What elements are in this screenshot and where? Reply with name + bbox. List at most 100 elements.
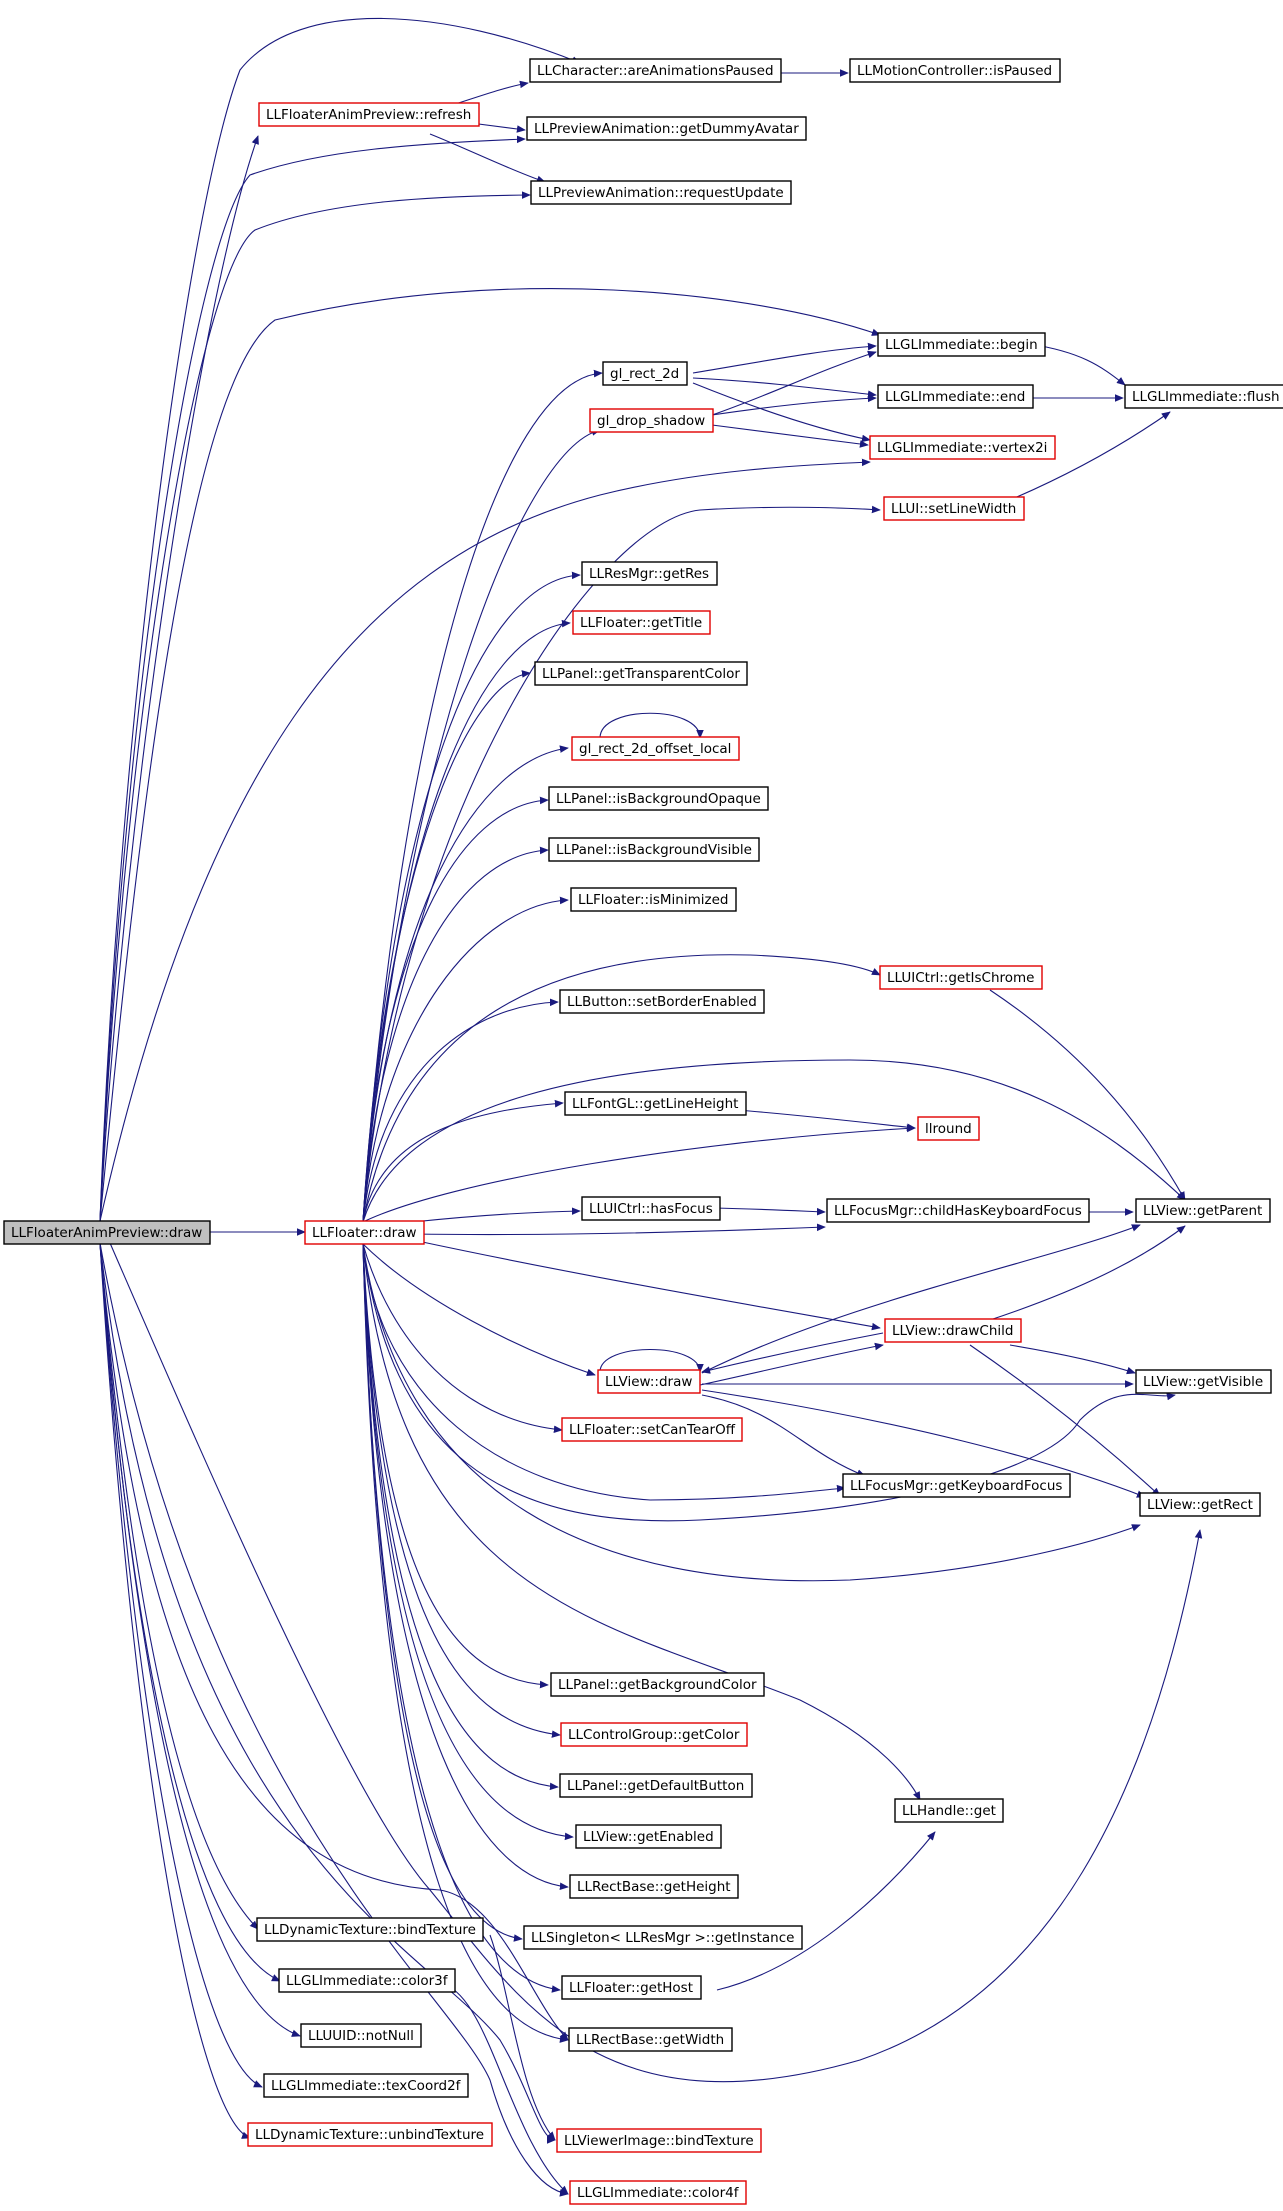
node-is-minimized[interactable]: LLFloater::isMinimized [570,887,737,912]
node-gldrop[interactable]: gl_drop_shadow [589,408,714,433]
node-box [526,116,807,141]
node-box [869,435,1056,460]
node-get-bg-color[interactable]: LLPanel::getBackgroundColor [550,1672,765,1697]
node-get-color[interactable]: LLControlGroup::getColor [560,1722,748,1747]
node-bind-tex-img[interactable]: LLViewerImage::bindTexture [556,2128,762,2153]
node-get-instance[interactable]: LLSingleton< LLResMgr >::getInstance [523,1925,803,1950]
node-unbind-tex[interactable]: LLDynamicTexture::unbindTexture [247,2122,493,2147]
node-get-dummy-avatar[interactable]: LLPreviewAnimation::getDummyAvatar [526,116,807,141]
node-box [300,2023,422,2048]
call-nodes: LLFloaterAnimPreview::draw LLFloaterAnimP… [3,58,1283,2205]
edge-glrect2d-to-begin [692,342,877,374]
edge-viewdraw-to-getrect [701,1389,1146,1498]
node-label: LLFloater::draw [312,1225,417,1241]
edge-floaterdraw-to-getbgcolor [362,1243,549,1689]
edge-root-to-getdummyavatar [99,135,526,1222]
edge-floaterdraw-to-viewdraw [362,1243,596,1377]
node-label: LLView::getParent [1143,1203,1262,1219]
node-get-enabled[interactable]: LLView::getEnabled [575,1824,722,1849]
node-get-line-height[interactable]: LLFontGL::getLineHeight [564,1091,747,1116]
node-tex-coord2f[interactable]: LLGLImmediate::texCoord2f [263,2073,469,2098]
node-has-focus[interactable]: LLUICtrl::hasFocus [581,1196,721,1221]
node-label: LLUICtrl::hasFocus [589,1201,713,1217]
node-box [568,2027,733,2052]
node-is-paused[interactable]: LLMotionController::isPaused [849,58,1061,83]
node-box [548,837,760,862]
node-llhandle-get[interactable]: LLHandle::get [894,1798,1004,1823]
edge-gldropshadow-to-begin [711,350,877,416]
node-get-rect[interactable]: LLView::getRect [1139,1492,1261,1517]
node-get-transparent-color[interactable]: LLPanel::getTransparentColor [534,661,748,686]
call-edges [99,17,1203,2197]
node-box [572,610,711,635]
node-vertex2i[interactable]: LLGLImmediate::vertex2i [869,435,1056,460]
node-get-visible[interactable]: LLView::getVisible [1135,1369,1272,1394]
node-get-parent[interactable]: LLView::getParent [1135,1198,1271,1223]
node-box [263,2073,469,2098]
node-get-width[interactable]: LLRectBase::getWidth [568,2027,733,2052]
node-set-can-tear-off[interactable]: LLFloater::setCanTearOff [561,1417,743,1442]
node-glrect2d[interactable]: gl_rect_2d [602,361,688,386]
node-label: LLGLImmediate::texCoord2f [271,2078,462,2094]
node-box [569,1874,739,1899]
edge-gldropshadow-to-vertex2i [711,424,869,448]
node-get-is-chrome[interactable]: LLUICtrl::getIsChrome [879,965,1043,990]
edge-root-to-areanimationspaused [99,17,581,1222]
node-get-kb-focus[interactable]: LLFocusMgr::getKeyboardFocus [842,1473,1071,1498]
node-set-line-width[interactable]: LLUI::setLineWidth [883,496,1025,521]
node-box [564,1091,747,1116]
node-is-bg-opaque[interactable]: LLPanel::isBackgroundOpaque [548,786,769,811]
node-get-height[interactable]: LLRectBase::getHeight [569,1874,739,1899]
edge-viewdraw-to-drawchild [699,1342,884,1386]
node-box [894,1798,1004,1823]
node-label: gl_rect_2d [610,366,679,382]
node-bind-tex-dyn[interactable]: LLDynamicTexture::bindTexture [256,1917,484,1942]
node-get-res[interactable]: LLResMgr::getRes [581,561,718,586]
edge-floaterdraw-to-getkbfocus [362,1243,846,1501]
node-label: LLRectBase::getWidth [576,2032,724,2048]
node-root[interactable]: LLFloaterAnimPreview::draw [3,1220,211,1245]
node-refresh[interactable]: LLFloaterAnimPreview::refresh [258,102,480,127]
edge-root-to-getrect [109,1242,1203,2083]
node-child-has-kb-focus[interactable]: LLFocusMgr::childHasKeyboardFocus [826,1198,1090,1223]
node-end[interactable]: LLGLImmediate::end [877,384,1034,409]
node-label: LLFloaterAnimPreview::refresh [266,107,471,123]
node-label: LLPanel::isBackgroundVisible [556,842,752,858]
edge-floaterdraw-to-glrect2d [362,369,603,1223]
node-box [1135,1198,1271,1223]
node-get-title[interactable]: LLFloater::getTitle [572,610,711,635]
edge-floaterdraw-to-isminimized [362,896,569,1223]
node-box [523,1925,803,1950]
node-draw-child[interactable]: LLView::drawChild [884,1318,1022,1343]
edge-getischrome-to-getparent [989,989,1186,1201]
node-not-null[interactable]: LLUUID::notNull [300,2023,422,2048]
node-llround[interactable]: llround [917,1116,980,1141]
node-are-anim-paused[interactable]: LLCharacter::areAnimationsPaused [529,58,782,83]
node-is-bg-visible[interactable]: LLPanel::isBackgroundVisible [548,837,760,862]
node-box [529,58,782,83]
node-label: LLPreviewAnimation::requestUpdate [538,185,784,201]
node-label: LLDynamicTexture::unbindTexture [255,2127,484,2143]
edge-root-to-color4f [99,1242,569,2197]
edge-floaterdraw-to-llhandleget [362,1243,921,1801]
node-label: LLView::getRect [1147,1497,1253,1513]
node-label: LLSingleton< LLResMgr >::getInstance [531,1930,794,1946]
node-label: LLView::drawChild [892,1323,1013,1339]
node-offset-local[interactable]: gl_rect_2d_offset_local [571,736,740,761]
edge-floaterdraw-to-setlinewidth [362,505,881,1223]
node-color4f[interactable]: LLGLImmediate::color4f [569,2180,747,2205]
node-get-host[interactable]: LLFloater::getHost [561,1975,702,2000]
node-label: LLFontGL::getLineHeight [572,1096,738,1112]
node-label: LLFocusMgr::getKeyboardFocus [850,1478,1062,1494]
node-set-border-enabled[interactable]: LLButton::setBorderEnabled [559,989,765,1014]
node-get-default-button[interactable]: LLPanel::getDefaultButton [559,1773,753,1798]
node-floater-draw[interactable]: LLFloater::draw [304,1220,425,1245]
node-color3f[interactable]: LLGLImmediate::color3f [278,1968,456,1993]
node-view-draw[interactable]: LLView::draw [597,1369,701,1394]
node-box [278,1968,456,1993]
node-label: LLPanel::getBackgroundColor [558,1677,757,1693]
node-flush[interactable]: LLGLImmediate::flush [1124,384,1283,409]
node-begin[interactable]: LLGLImmediate::begin [877,332,1046,357]
node-request-update[interactable]: LLPreviewAnimation::requestUpdate [530,180,792,205]
